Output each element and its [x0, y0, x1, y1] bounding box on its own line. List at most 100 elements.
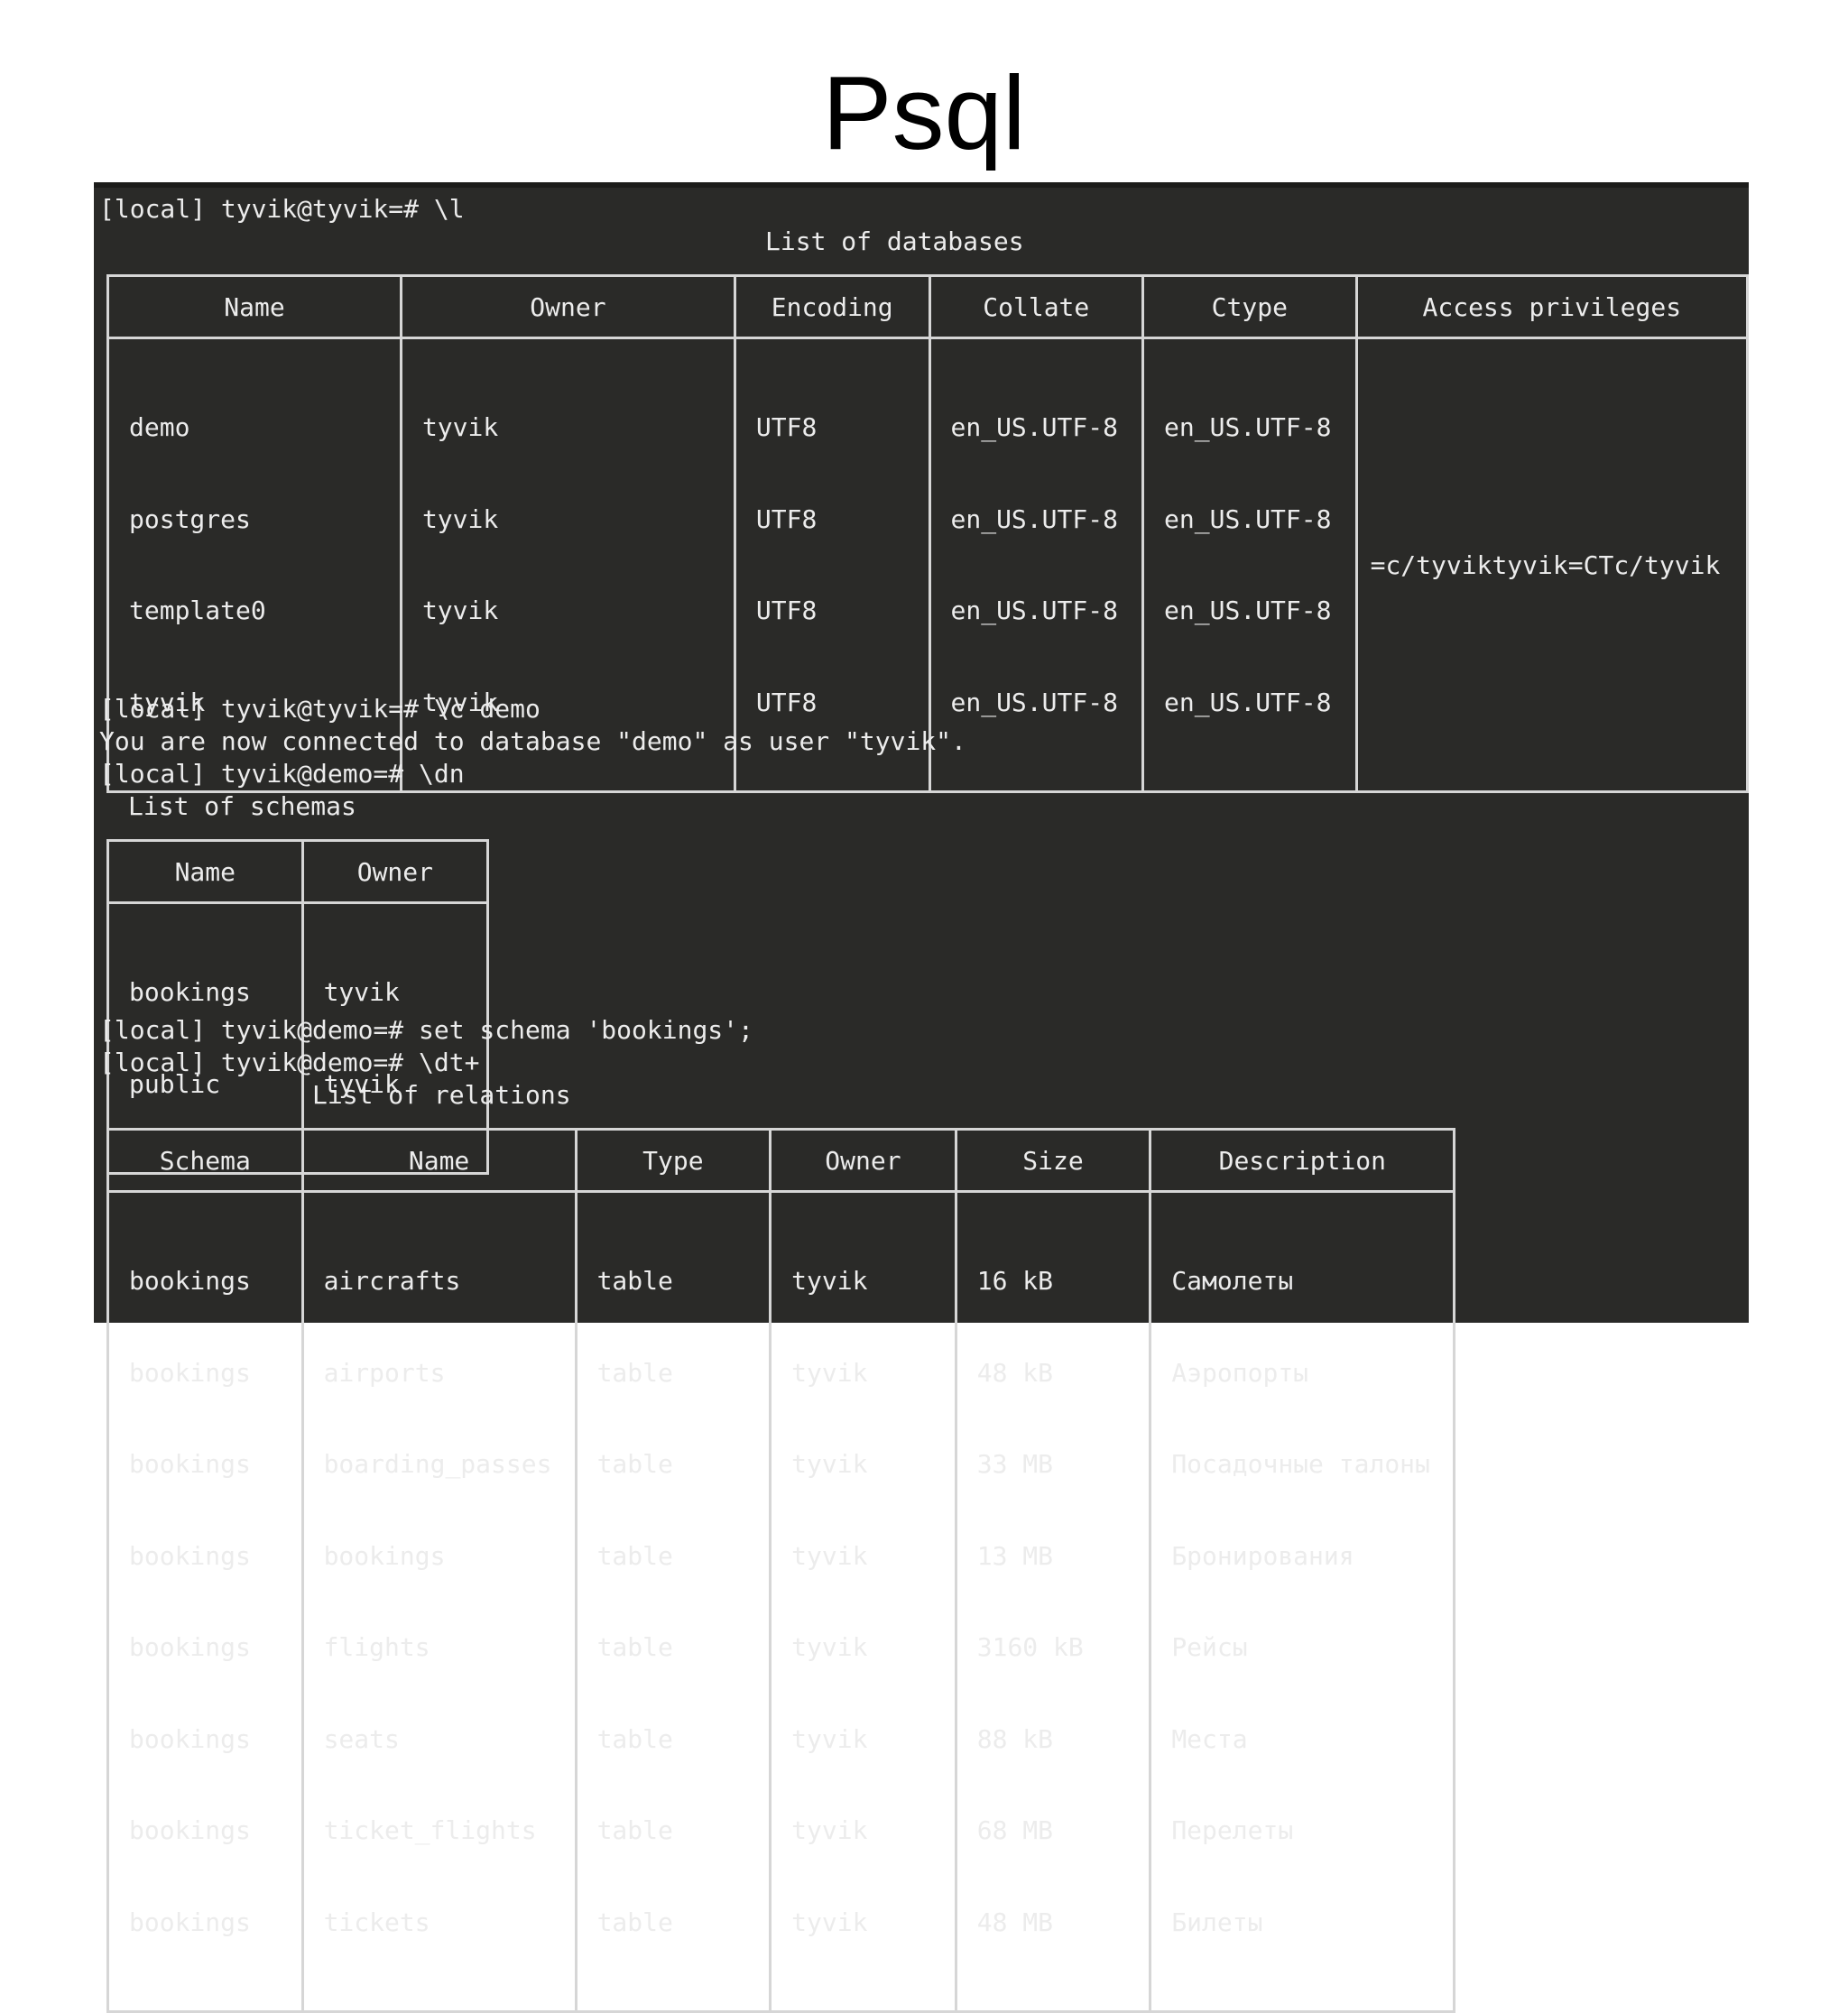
rel-row-description: Перелеты	[1171, 1815, 1294, 1845]
db-row-ctype: en_US.UTF-8	[1164, 596, 1332, 625]
relations-header-schema: Schema	[106, 1128, 304, 1193]
db-row-collate: en_US.UTF-8	[950, 412, 1118, 442]
rel-row-schema: bookings	[129, 1815, 251, 1845]
rel-row-description: Рейсы	[1171, 1632, 1248, 1662]
rel-row-description: Аэропорты	[1171, 1357, 1309, 1388]
rel-row-size: 33 MB	[976, 1449, 1054, 1479]
databases-col-name: demo postgres template0 tyvik	[106, 337, 402, 793]
rel-row-description: Посадочные талоны	[1171, 1449, 1430, 1479]
relations-header-size: Size	[954, 1128, 1152, 1193]
relations-col-owner: tyvik tyvik tyvik tyvik tyvik tyvik tyvi…	[769, 1190, 957, 2013]
rel-row-size: 16 kB	[976, 1266, 1054, 1296]
rel-row-owner: tyvik	[791, 1815, 868, 1845]
connect-message: You are now connected to database "demo"…	[99, 726, 966, 756]
rel-row-type: table	[596, 1266, 673, 1296]
db-row-owner: tyvik	[421, 503, 499, 534]
schema-row-owner: tyvik	[323, 977, 400, 1007]
databases-body: demo postgres template0 tyvik tyvik tyvi…	[106, 337, 1750, 793]
relations-header-name: Name	[300, 1128, 578, 1193]
databases-access-privileges: =c/tyviktyvik=CTc/tyvik	[1354, 337, 1750, 793]
rel-row-size: 68 MB	[976, 1815, 1054, 1845]
prompt-connect: [local] tyvik@tyvik=# \c demo	[99, 694, 541, 724]
db-row-name: template0	[129, 596, 266, 625]
rel-row-owner: tyvik	[791, 1723, 868, 1754]
db-row-owner: tyvik	[421, 687, 499, 717]
rel-row-size: 13 MB	[976, 1540, 1054, 1571]
databases-col-ctype: en_US.UTF-8 en_US.UTF-8 en_US.UTF-8 en_U…	[1141, 337, 1358, 793]
relations-col-type: table table table table table table tabl…	[574, 1190, 772, 2013]
db-row-name: postgres	[129, 503, 251, 534]
prompt-list-relations: [local] tyvik@demo=# \dt+	[99, 1048, 480, 1077]
rel-row-schema: bookings	[129, 1723, 251, 1754]
rel-row-owner: tyvik	[791, 1907, 868, 1937]
relations-header-owner: Owner	[769, 1128, 957, 1193]
rel-row-name: tickets	[323, 1907, 430, 1937]
databases-col-encoding: UTF8 UTF8 UTF8 UTF8	[733, 337, 931, 793]
rel-row-type: table	[596, 1449, 673, 1479]
databases-header-owner: Owner	[399, 274, 736, 339]
databases-col-collate: en_US.UTF-8 en_US.UTF-8 en_US.UTF-8 en_U…	[928, 337, 1145, 793]
db-row-encoding: UTF8	[755, 503, 818, 534]
rel-row-type: table	[596, 1540, 673, 1571]
rel-row-schema: bookings	[129, 1540, 251, 1571]
prompt-set-schema: [local] tyvik@demo=# set schema 'booking…	[99, 1015, 753, 1045]
rel-row-schema: bookings	[129, 1266, 251, 1296]
rel-row-owner: tyvik	[791, 1632, 868, 1662]
relations-header-description: Description	[1149, 1128, 1456, 1193]
db-row-encoding: UTF8	[755, 596, 818, 625]
rel-row-owner: tyvik	[791, 1357, 868, 1388]
db-row-collate: en_US.UTF-8	[950, 503, 1118, 534]
databases-header-collate: Collate	[928, 274, 1145, 339]
databases-col-owner: tyvik tyvik tyvik tyvik	[399, 337, 736, 793]
databases-caption: List of databases	[765, 226, 1024, 256]
schemas-header-row: Name Owner	[106, 839, 490, 904]
db-row-ctype: en_US.UTF-8	[1164, 412, 1332, 442]
rel-row-schema: bookings	[129, 1907, 251, 1937]
schema-row-name: public	[129, 1068, 221, 1099]
db-row-encoding: UTF8	[755, 687, 818, 717]
rel-row-name: ticket_flights	[323, 1815, 537, 1845]
prompt-list-databases: [local] tyvik@tyvik=# \l	[99, 194, 465, 224]
rel-row-name: flights	[323, 1632, 430, 1662]
rel-row-type: table	[596, 1815, 673, 1845]
rel-row-type: table	[596, 1907, 673, 1937]
slide-title: Psql	[822, 54, 1026, 171]
databases-header-encoding: Encoding	[733, 274, 931, 339]
rel-row-owner: tyvik	[791, 1266, 868, 1296]
schemas-header-owner: Owner	[300, 839, 490, 904]
rel-row-name: boarding_passes	[323, 1449, 552, 1479]
rel-row-type: table	[596, 1357, 673, 1388]
rel-row-description: Билеты	[1171, 1907, 1263, 1937]
rel-row-description: Места	[1171, 1723, 1248, 1754]
terminal-window[interactable]: [local] tyvik@tyvik=# \l List of databas…	[94, 182, 1750, 2013]
rel-row-owner: tyvik	[791, 1540, 868, 1571]
rel-row-size: 88 kB	[976, 1723, 1054, 1754]
rel-row-schema: bookings	[129, 1449, 251, 1479]
relations-body: bookings bookings bookings bookings book…	[106, 1190, 1456, 2013]
db-row-ctype: en_US.UTF-8	[1164, 503, 1332, 534]
schema-row-name: bookings	[129, 977, 251, 1007]
databases-header-row: Name Owner Encoding Collate Ctype Access…	[106, 274, 1750, 339]
rel-row-type: table	[596, 1723, 673, 1754]
relations-col-name: aircrafts airports boarding_passes booki…	[300, 1190, 578, 2013]
relations-col-description: Самолеты Аэропорты Посадочные талоны Бро…	[1149, 1190, 1456, 2013]
rel-row-description: Самолеты	[1171, 1266, 1294, 1296]
rel-row-owner: tyvik	[791, 1449, 868, 1479]
relations-header-row: Schema Name Type Owner Size Description	[106, 1128, 1456, 1193]
rel-row-name: aircrafts	[323, 1266, 461, 1296]
db-row-collate: en_US.UTF-8	[950, 687, 1118, 717]
db-row-collate: en_US.UTF-8	[950, 596, 1118, 625]
terminal-top-border	[94, 182, 1749, 188]
schemas-caption: List of schemas	[128, 791, 356, 821]
relations-caption: List of relations	[312, 1080, 571, 1110]
prompt-list-schemas: [local] tyvik@demo=# \dn	[99, 759, 465, 789]
databases-header-ctype: Ctype	[1141, 274, 1358, 339]
relations-col-size: 16 kB 48 kB 33 MB 13 MB 3160 kB 88 kB 68…	[954, 1190, 1152, 2013]
relations-col-schema: bookings bookings bookings bookings book…	[106, 1190, 304, 2013]
schemas-header-name: Name	[106, 839, 304, 904]
db-row-name: tyvik	[129, 687, 206, 717]
db-row-name: demo	[129, 412, 190, 442]
db-row-encoding: UTF8	[755, 412, 818, 442]
rel-row-name: airports	[323, 1357, 446, 1388]
rel-row-name: seats	[323, 1723, 400, 1754]
